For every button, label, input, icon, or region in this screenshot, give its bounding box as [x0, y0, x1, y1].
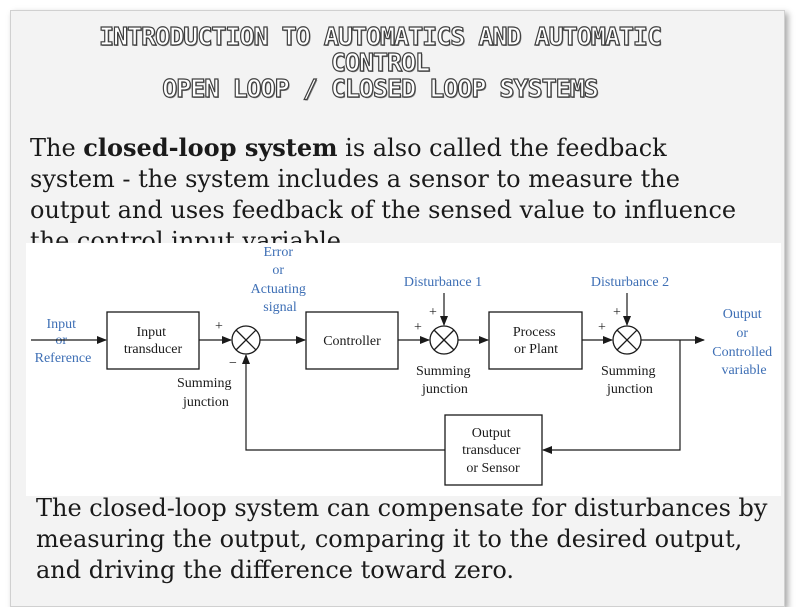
intro-bold-term: closed-loop system: [83, 133, 338, 162]
controller-label: Controller: [323, 334, 381, 349]
error-label-l1: Error: [263, 245, 293, 260]
output-label-l4: variable: [721, 363, 766, 378]
input-label-l1: Input: [46, 317, 76, 332]
input-label: Input or Reference: [35, 317, 92, 366]
block-diagram-svg: Input or Reference Input transducer + −: [31, 245, 775, 486]
controller-box: [305, 311, 399, 370]
sum1-plus: +: [215, 319, 223, 334]
disturbance-2-label: Disturbance 2: [591, 275, 669, 290]
summing-junction-2: [429, 325, 459, 355]
sum2-label-l1: Summing: [416, 364, 470, 379]
error-label-l4: signal: [263, 300, 297, 315]
sum3-label-l1: Summing: [601, 364, 655, 379]
output-label-l3: Controlled: [712, 345, 772, 360]
input-transducer-label: Input transducer: [124, 325, 183, 357]
sum3-plus-left: +: [598, 320, 606, 335]
feedback-line-to-sensor: [542, 340, 681, 454]
sum2-label: Summing junction: [416, 364, 474, 397]
slide-title: INTRODUCTION TO AUTOMATICS AND AUTOMATIC…: [20, 22, 740, 103]
error-label: Error or Actuating signal: [251, 245, 310, 315]
input-transducer-l2: transducer: [124, 342, 183, 357]
error-label-l2: or: [272, 263, 284, 278]
process-l1: Process: [513, 325, 556, 340]
feedback-line-to-sum1: [242, 354, 445, 451]
title-line-3: OPEN LOOP / CLOSED LOOP SYSTEMS: [162, 74, 600, 103]
sum1-label: Summing junction: [177, 376, 235, 410]
sum1-label-l1: Summing: [177, 376, 231, 391]
compensation-paragraph: The closed-loop system can compensate fo…: [36, 494, 768, 584]
process-box: [488, 311, 583, 370]
disturbance-1-label: Disturbance 1: [404, 275, 482, 290]
output-transducer-l2: transducer: [462, 443, 521, 458]
sum3-label: Summing junction: [601, 364, 659, 397]
summing-junction-1: [231, 325, 261, 355]
process-label: Process or Plant: [513, 325, 559, 357]
output-transducer-box: [444, 414, 543, 486]
sum3-label-l2: junction: [606, 382, 653, 397]
output-label-l2: or: [736, 326, 748, 341]
summing-junction-3: [612, 325, 642, 355]
title-line-1: INTRODUCTION TO AUTOMATICS AND AUTOMATIC: [98, 22, 662, 51]
intro-suffix: is also called the feedback system - the…: [30, 134, 737, 255]
sum3-plus-top: +: [613, 305, 621, 320]
block-diagram: Input or Reference Input transducer + −: [26, 243, 781, 496]
input-label-l3: Reference: [35, 351, 92, 366]
output-transducer-l3: or Sensor: [466, 461, 520, 476]
intro-prefix: The: [30, 134, 84, 162]
output-transducer-label: Output transducer or Sensor: [462, 426, 524, 476]
output-label: Output or Controlled variable: [712, 307, 775, 378]
output-transducer-l1: Output: [472, 426, 511, 441]
output-label-l1: Output: [723, 307, 762, 322]
error-label-l3: Actuating: [251, 282, 306, 297]
title-line-2: CONTROL: [330, 48, 431, 77]
input-transducer-l1: Input: [136, 325, 166, 340]
intro-paragraph: The closed-loop system is also called th…: [30, 132, 750, 257]
sum1-minus: −: [229, 356, 237, 371]
process-l2: or Plant: [514, 342, 558, 357]
input-transducer-box: [106, 311, 200, 370]
sum2-label-l2: junction: [421, 382, 468, 397]
sum2-plus-left: +: [414, 320, 422, 335]
sum2-plus-top: +: [429, 305, 437, 320]
sum1-label-l2: junction: [182, 395, 229, 410]
